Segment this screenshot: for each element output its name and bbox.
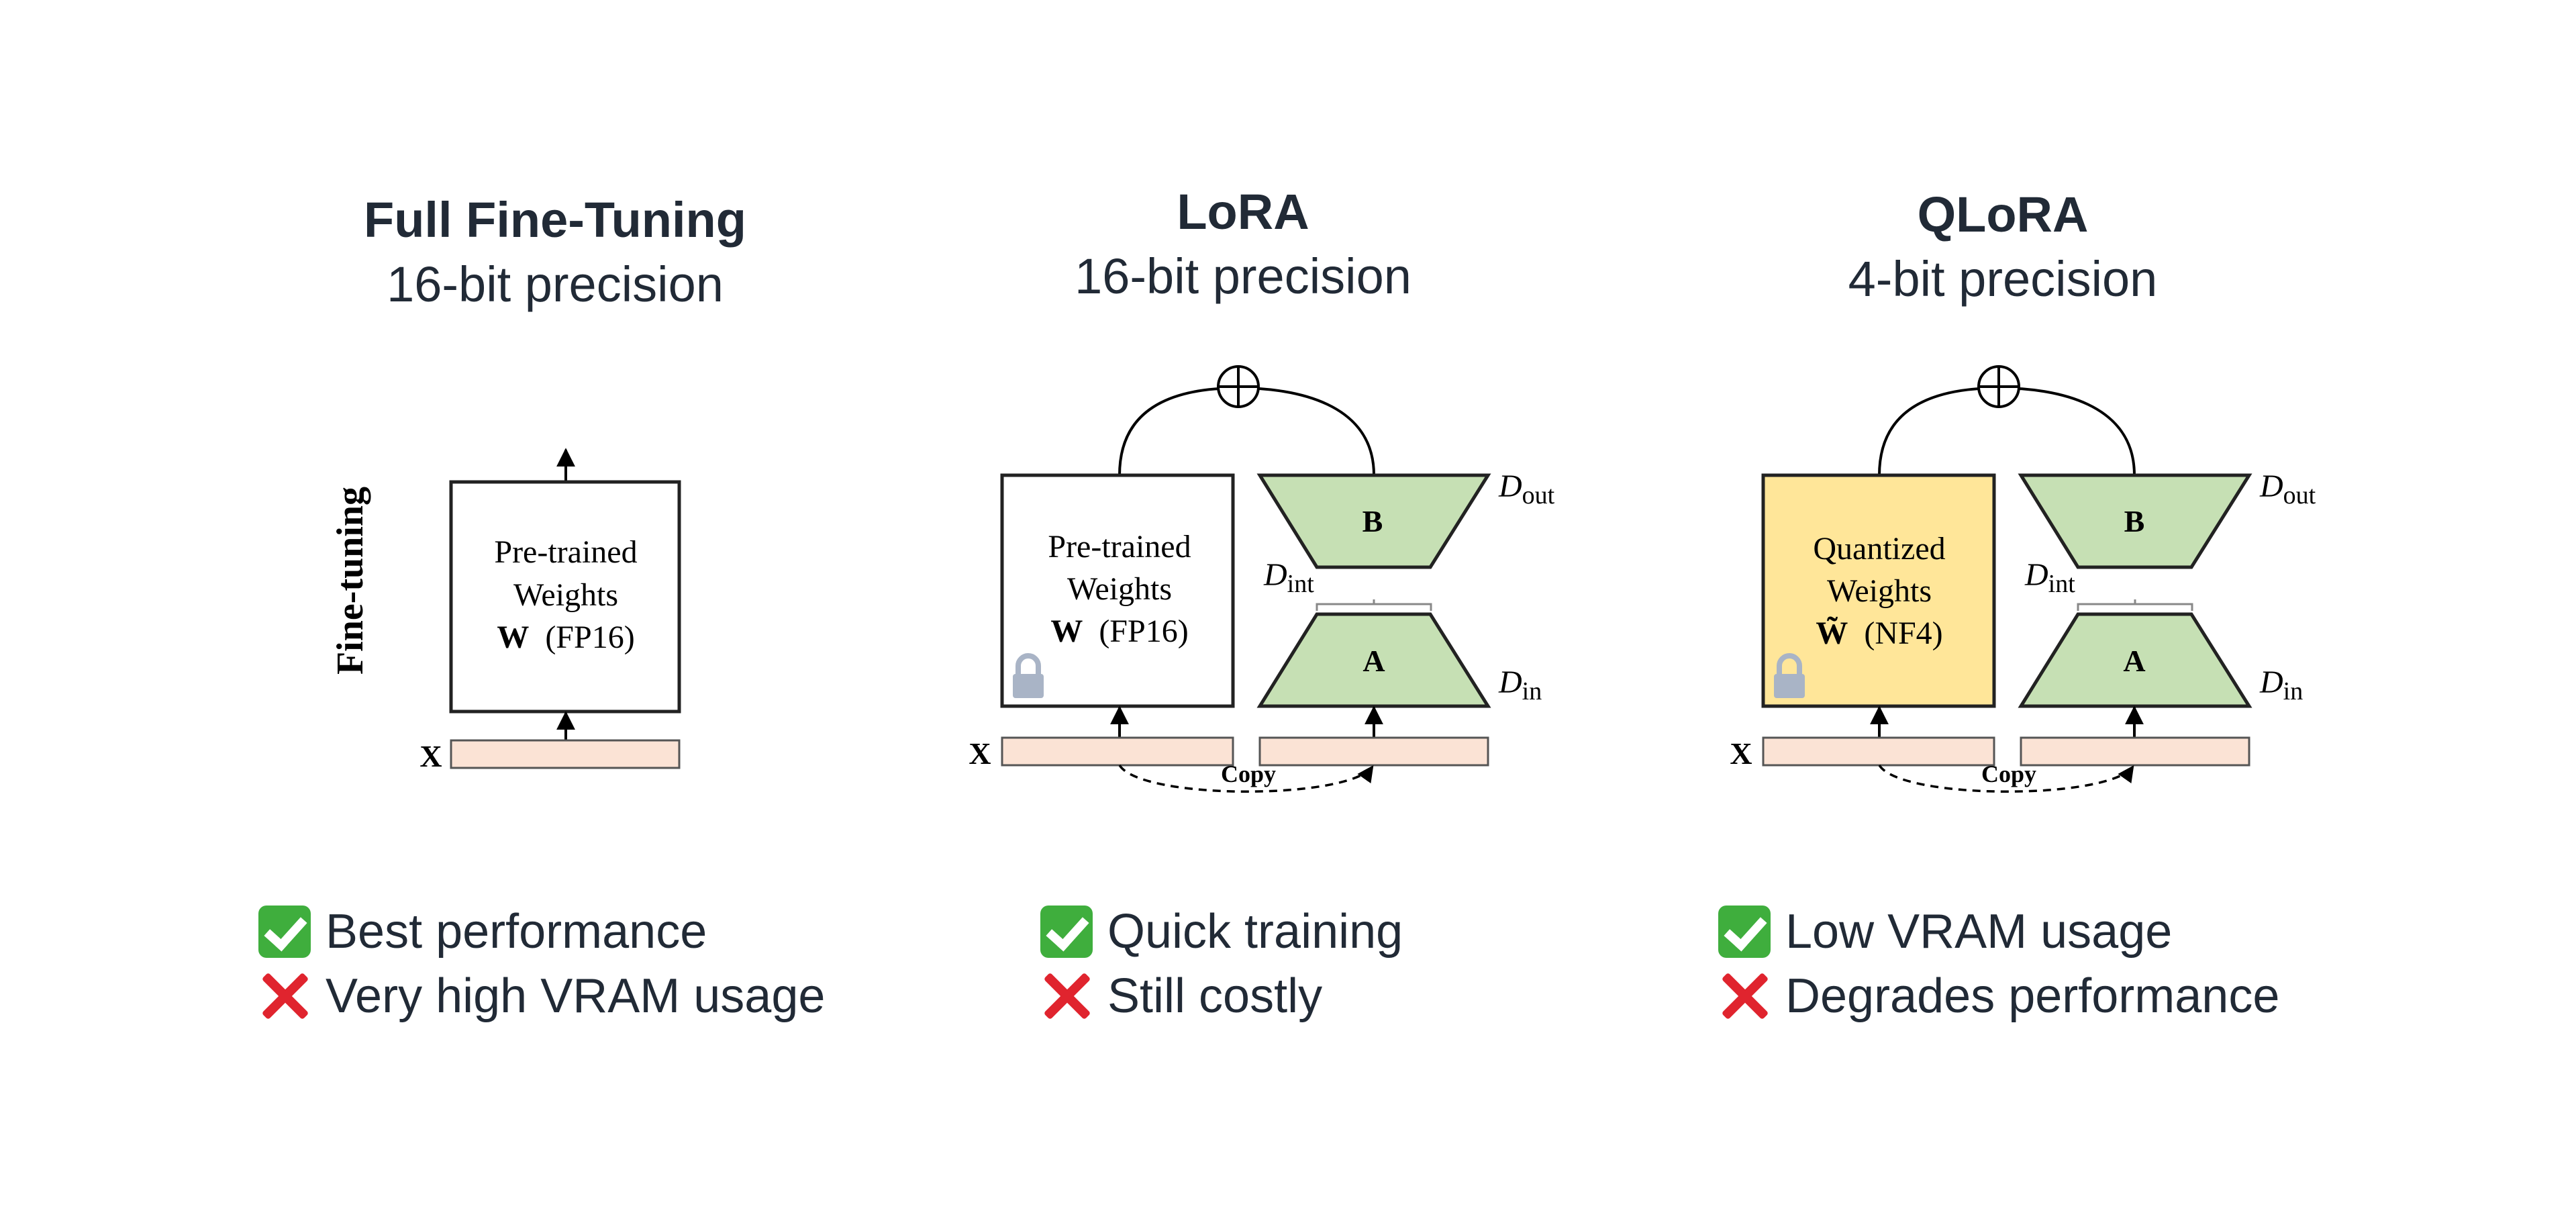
d-int-label: Dint <box>2024 557 2075 598</box>
d-int-symbol: D <box>2024 557 2048 593</box>
d-in-symbol: D <box>1498 665 1522 700</box>
input-bar <box>1001 736 1234 767</box>
full-ft-diagram: Fine-tuning Pre-trained Weights W (FP16)… <box>330 448 681 773</box>
input-bar-copy <box>1258 736 1489 767</box>
weights-dtype: (FP16) <box>545 620 634 655</box>
weights-label-line2: Weights <box>1067 571 1172 607</box>
input-label-x: X <box>419 739 442 773</box>
qlora-diagram: Quantized Weights W̃ (NF4) B A Dout Dint… <box>1730 365 2316 793</box>
lock-icon <box>1013 653 1044 698</box>
d-in-label: Din <box>2259 665 2303 705</box>
con-text: Very high VRAM usage <box>326 969 826 1023</box>
panel-precision: 4-bit precision <box>1848 251 2158 307</box>
pro-text: Best performance <box>326 905 707 959</box>
lora-pros-cons: Quick training Still costly <box>1040 899 1403 1028</box>
weights-dtype: (NF4) <box>1864 616 1942 651</box>
side-label-fine-tuning: Fine-tuning <box>330 487 371 675</box>
d-int-subscript: int <box>2048 570 2076 598</box>
copy-label: Copy <box>1221 761 1276 787</box>
lock-icon <box>1774 653 1805 698</box>
con-row: Still costly <box>1040 964 1403 1028</box>
panel-precision: 16-bit precision <box>1075 248 1411 304</box>
matrix-b-label: B <box>1363 504 1383 538</box>
check-mark-icon <box>1040 906 1093 958</box>
input-label-x: X <box>1730 736 1752 771</box>
qlora-pros-cons: Low VRAM usage Degrades performance <box>1718 899 2279 1028</box>
weights-label-line1: Pre-trained <box>1048 529 1191 565</box>
panel-precision: 16-bit precision <box>387 256 724 312</box>
pro-row: Low VRAM usage <box>1718 899 2279 964</box>
circled-plus-icon <box>1217 365 1260 408</box>
copy-arrow <box>1878 764 2134 793</box>
cross-mark-icon <box>1040 970 1093 1022</box>
weights-symbol: W <box>497 620 529 655</box>
matrix-a-label: A <box>2123 644 2145 678</box>
matrix-a-label: A <box>1363 644 1385 678</box>
pro-row: Best performance <box>258 899 825 964</box>
con-row: Degrades performance <box>1718 964 2279 1028</box>
d-int-symbol: D <box>1263 557 1287 593</box>
pro-text: Quick training <box>1107 905 1403 959</box>
panel-lora-heading: LoRA 16-bit precision <box>907 180 1579 309</box>
con-text: Still costly <box>1107 969 1323 1023</box>
weights-label-line3: W (FP16) <box>497 620 634 655</box>
cross-mark-icon <box>258 970 311 1022</box>
pro-text: Low VRAM usage <box>1785 905 2173 959</box>
rank-brace <box>1316 599 1432 611</box>
weights-label-line1: Pre-trained <box>494 534 637 570</box>
input-bar <box>450 739 681 769</box>
weights-label-line2: Weights <box>513 577 618 613</box>
panel-title: LoRA <box>1177 184 1309 240</box>
con-text: Degrades performance <box>1785 969 2280 1023</box>
input-label-x: X <box>969 736 991 771</box>
d-in-label: Din <box>1498 665 1542 705</box>
matrix-b-label: B <box>2124 504 2145 538</box>
panel-full-ft-heading: Full Fine-Tuning 16-bit precision <box>219 188 891 317</box>
matrix-b-trapezoid <box>2018 473 2252 569</box>
weights-label-line3: W (FP16) <box>1050 614 1188 649</box>
matrix-b-trapezoid <box>1256 473 1491 569</box>
matrix-a-trapezoid <box>1256 612 1491 708</box>
weights-symbol: W <box>1050 614 1083 649</box>
check-mark-icon <box>258 906 311 958</box>
weights-label-line3: W̃ (NF4) <box>1816 616 1942 652</box>
pretrained-weights-box <box>449 480 681 714</box>
d-out-label: Dout <box>1498 469 1555 509</box>
d-in-subscript: in <box>1522 677 1542 705</box>
con-row: Very high VRAM usage <box>258 964 825 1028</box>
weights-label-line2: Weights <box>1827 573 1932 609</box>
cross-mark-icon <box>1718 970 1771 1022</box>
pro-row: Quick training <box>1040 899 1403 964</box>
circled-plus-icon <box>1977 365 2020 408</box>
rank-brace <box>2077 599 2193 611</box>
input-bar-copy <box>2020 736 2250 767</box>
matrix-a-trapezoid <box>2018 612 2252 708</box>
d-out-label: Dout <box>2259 469 2316 509</box>
full-ft-pros-cons: Best performance Very high VRAM usage <box>258 899 825 1028</box>
d-in-symbol: D <box>2259 665 2283 700</box>
d-int-subscript: int <box>1287 570 1315 598</box>
check-mark-icon <box>1718 906 1771 958</box>
d-out-symbol: D <box>2259 469 2283 504</box>
weights-dtype: (FP16) <box>1099 614 1188 649</box>
weights-symbol: W̃ <box>1816 616 1848 652</box>
input-bar <box>1762 736 1995 767</box>
d-in-subscript: in <box>2283 677 2303 705</box>
d-out-symbol: D <box>1498 469 1522 504</box>
d-int-label: Dint <box>1263 557 1314 598</box>
d-out-subscript: out <box>2283 481 2316 509</box>
panel-qlora-heading: QLoRA 4-bit precision <box>1667 183 2338 311</box>
panel-title: QLoRA <box>1917 187 2089 242</box>
panel-title: Full Fine-Tuning <box>364 192 746 248</box>
d-out-subscript: out <box>1522 481 1555 509</box>
copy-label: Copy <box>1981 761 2036 787</box>
copy-arrow <box>1118 764 1374 793</box>
lora-diagram: Pre-trained Weights W (FP16) B A Dout Di… <box>969 365 1555 793</box>
weights-label-line1: Quantized <box>1813 531 1945 567</box>
